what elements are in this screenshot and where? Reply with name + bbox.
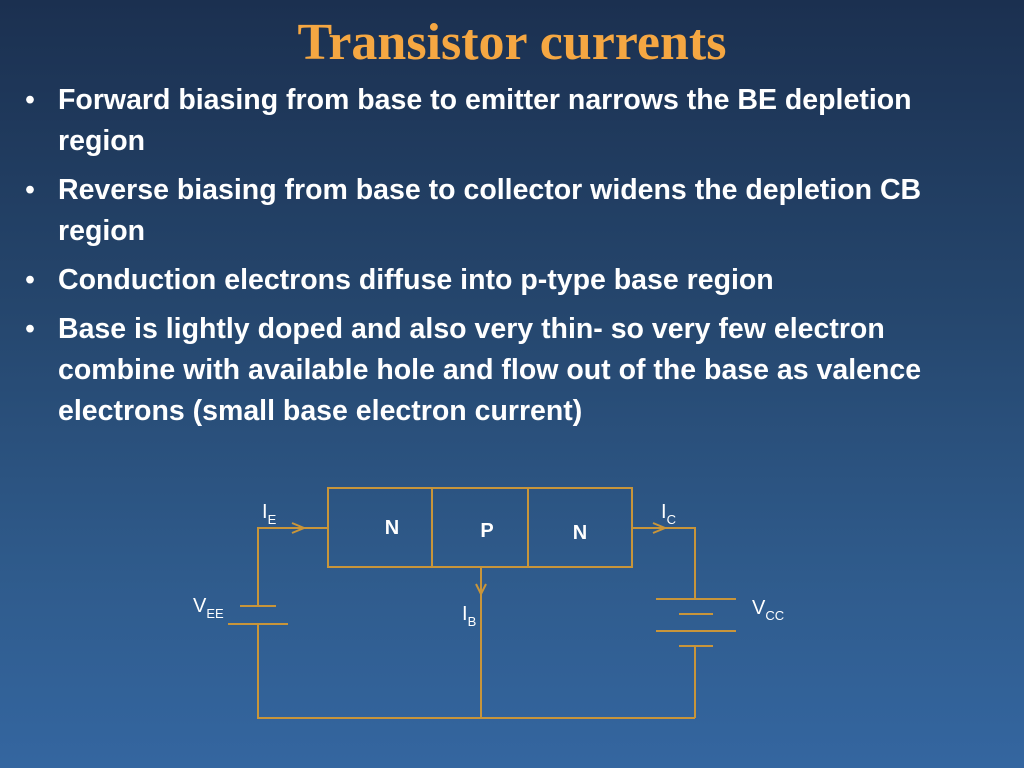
bullet-text: Forward biasing from base to emitter nar… (58, 84, 912, 157)
region-emitter-label: N (385, 517, 399, 539)
ic-label: IC (661, 501, 676, 527)
ib-label: IB (462, 603, 476, 629)
bullet-item: • Conduction electrons diffuse into p-ty… (20, 260, 1005, 301)
bullet-text: Reverse biasing from base to collector w… (58, 174, 922, 247)
bullet-icon: • (25, 264, 35, 296)
bullet-item: • Reverse biasing from base to collector… (20, 170, 1005, 252)
bullet-icon: • (25, 313, 35, 345)
vcc-label: VCC (752, 597, 784, 623)
region-collector-label: N (573, 522, 587, 544)
bullet-icon: • (25, 174, 35, 206)
emitter-wire (257, 527, 328, 606)
bullet-text: Base is lightly doped and also very thin… (58, 313, 922, 427)
bullet-item: • Forward biasing from base to emitter n… (20, 80, 1005, 162)
region-base-label: P (480, 520, 493, 542)
collector-wire (632, 527, 696, 599)
ie-label: IE (262, 501, 277, 527)
vee-label: VEE (193, 595, 224, 621)
bullet-icon: • (25, 84, 35, 116)
bullet-text: Conduction electrons diffuse into p-type… (58, 264, 774, 296)
bullet-item: • Base is lightly doped and also very th… (20, 309, 1005, 432)
ib-arrow-icon (475, 583, 487, 597)
bottom-wire (257, 624, 695, 719)
bullet-list: • Forward biasing from base to emitter n… (20, 80, 1005, 440)
slide-title: Transistor currents (297, 14, 727, 71)
